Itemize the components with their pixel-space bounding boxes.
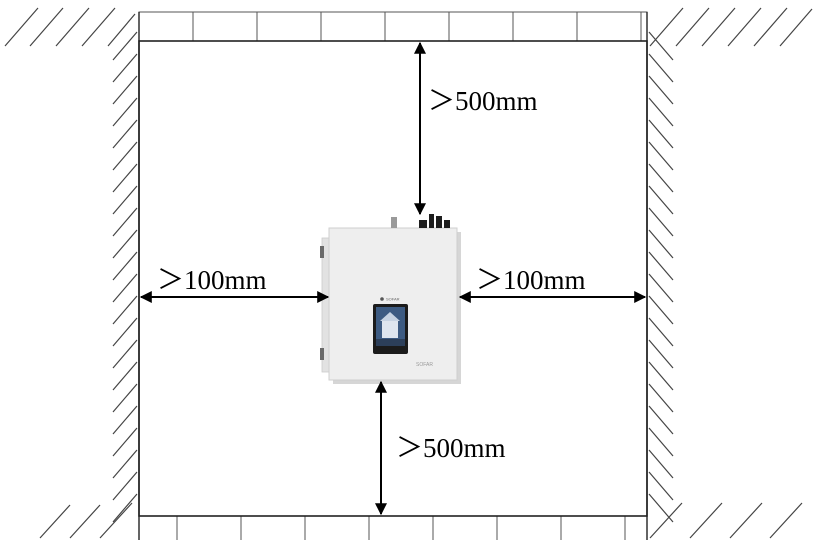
hatch-line [112, 163, 138, 193]
top-left-hatch [4, 7, 136, 47]
connector [419, 220, 427, 228]
hatch-line [112, 273, 138, 303]
hatch-line [112, 119, 138, 149]
bottom-right-hatch [649, 502, 803, 539]
hatch-line [648, 251, 674, 281]
hatch-line [112, 471, 138, 501]
top-clearance-label: ＞500mm [428, 86, 538, 116]
hatch-line [648, 383, 674, 413]
hatch-line [648, 493, 674, 523]
hatch-line [648, 339, 674, 369]
hatch-line [648, 53, 674, 83]
connector [391, 217, 397, 228]
hatch-line [112, 31, 138, 61]
hatch-line [112, 75, 138, 105]
left-bracket-bottom [320, 348, 324, 360]
hatch-line [112, 427, 138, 457]
ceiling-bricks [138, 11, 648, 42]
device-side-edge [321, 237, 330, 373]
hatch-line [112, 251, 138, 281]
display-house-graphic [382, 320, 398, 338]
hatch-line [112, 207, 138, 237]
hatch-line [648, 163, 674, 193]
display-roof-graphic [380, 312, 400, 321]
hatch-line [112, 185, 138, 215]
hatch-line [648, 405, 674, 435]
hatch-line [112, 229, 138, 259]
hatch-line [112, 97, 138, 127]
hatch-line [112, 295, 138, 325]
hatch-line [648, 119, 674, 149]
display-status-bar [376, 339, 405, 346]
connector [436, 216, 442, 228]
hatch-line [112, 405, 138, 435]
hatch-line [648, 141, 674, 171]
inverter-device: SOFAR SOFAR [320, 214, 461, 384]
brand-text: SOFAR [416, 362, 433, 368]
hatch-line [648, 97, 674, 127]
hatch-line [112, 383, 138, 413]
wall-hatching [4, 7, 813, 539]
hatch-line [648, 31, 674, 61]
hatch-line [112, 141, 138, 171]
hatch-line [648, 75, 674, 105]
hatch-line [112, 339, 138, 369]
logo-text: SOFAR [386, 297, 400, 302]
right-wall-hatch [648, 31, 674, 523]
hatch-line [648, 471, 674, 501]
hatch-line [112, 317, 138, 347]
hatch-line [648, 185, 674, 215]
hatch-line [112, 361, 138, 391]
hatch-line [648, 273, 674, 303]
bottom-left-hatch [39, 502, 133, 539]
hatch-line [648, 229, 674, 259]
dimension-arrows [139, 41, 647, 516]
left-bracket-top [320, 246, 324, 258]
bottom-clearance-label: ＞500mm [396, 433, 506, 463]
left-wall-hatch [112, 31, 138, 523]
hatch-line [648, 427, 674, 457]
hatch-line [648, 207, 674, 237]
right-clearance-label: ＞100mm [476, 265, 586, 295]
hatch-line [112, 493, 138, 523]
hatch-line [648, 317, 674, 347]
floor-bricks [138, 515, 648, 540]
hatch-line [112, 449, 138, 479]
top-right-hatch [649, 7, 813, 47]
connector [429, 214, 434, 228]
connector [444, 220, 450, 228]
top-connectors [391, 214, 450, 228]
hatch-line [648, 295, 674, 325]
hatch-line [648, 361, 674, 391]
left-clearance-label: ＞100mm [157, 265, 267, 295]
hatch-line [112, 53, 138, 83]
logo-icon [380, 297, 384, 301]
hatch-line [648, 449, 674, 479]
